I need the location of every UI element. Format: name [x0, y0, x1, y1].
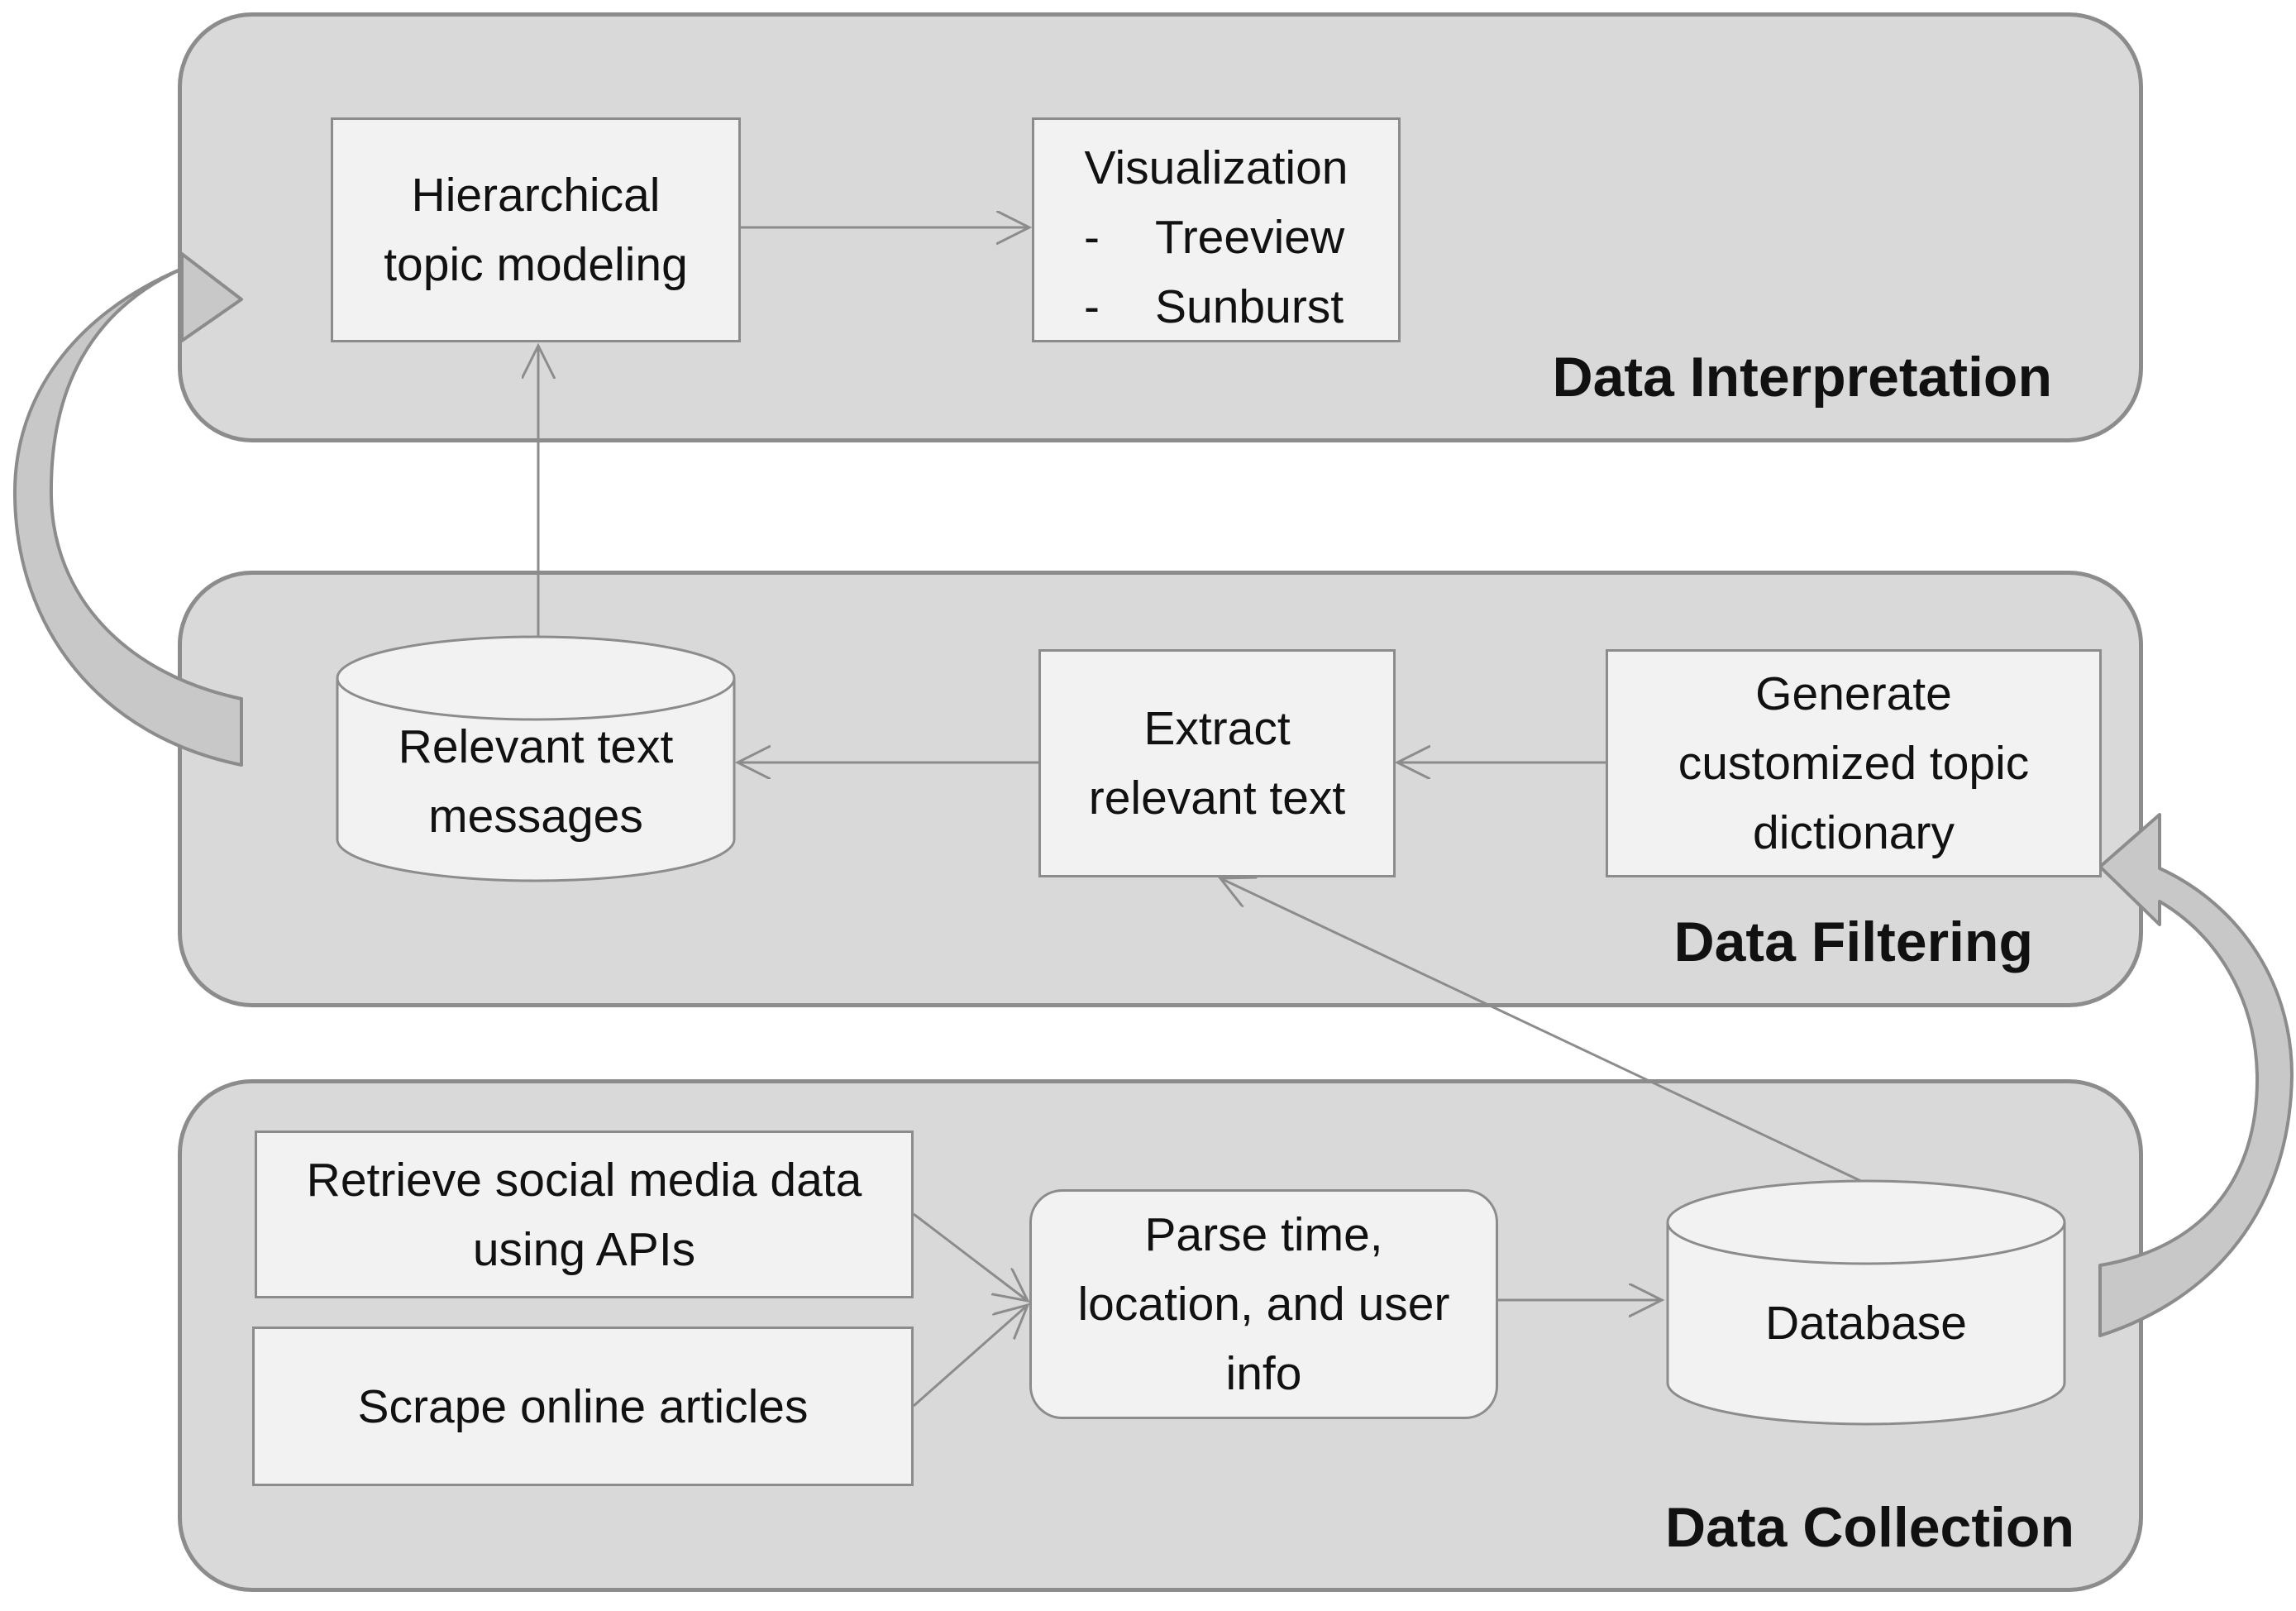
parse-line-3: info	[1225, 1347, 1302, 1400]
relevant-messages-cylinder	[336, 635, 736, 882]
hierarchical-topic-modeling-box: Hierarchical topic modeling	[331, 117, 741, 342]
visualization-item-sunburst: -Sunburst	[1084, 280, 1344, 333]
visualization-title: Visualization	[1084, 141, 1348, 194]
arrow-scrape-to-parse	[913, 1305, 1028, 1408]
extract-line-1: Extract	[1143, 702, 1291, 755]
panel-title-data-collection: Data Collection	[1665, 1496, 2074, 1559]
relevant-messages-line-1: Relevant text	[398, 720, 674, 773]
hierarchical-line-1: Hierarchical	[411, 169, 661, 222]
parse-info-box: Parse time, location, and user info	[1029, 1189, 1498, 1419]
right-curved-arrow	[2098, 813, 2294, 1337]
generate-line-3: dictionary	[1753, 806, 1955, 859]
panel-title-data-interpretation: Data Interpretation	[1552, 346, 2052, 409]
parse-line-1: Parse time,	[1144, 1208, 1383, 1261]
panel-title-data-filtering: Data Filtering	[1673, 911, 2034, 973]
arrow-retrieve-to-parse	[913, 1212, 1028, 1301]
database-cylinder	[1666, 1179, 2066, 1426]
scrape-online-articles-box: Scrape online articles	[252, 1327, 914, 1486]
relevant-messages-label: Relevant text messages	[337, 711, 734, 852]
arrow-database-to-extract	[1220, 878, 1865, 1184]
visualization-item-treeview: -Treeview	[1084, 211, 1345, 264]
visualization-item-treeview-text: Treeview	[1155, 211, 1345, 264]
visualization-box: Visualization -Treeview -Sunburst	[1032, 117, 1401, 342]
visualization-item-sunburst-text: Sunburst	[1155, 280, 1344, 333]
hierarchical-line-2: topic modeling	[384, 238, 688, 291]
parse-line-2: location, and user	[1077, 1278, 1450, 1331]
left-curved-arrow	[12, 252, 243, 767]
database-text: Database	[1764, 1297, 1967, 1350]
generate-line-2: customized topic	[1678, 737, 2030, 790]
retrieve-line-2: using APIs	[472, 1222, 696, 1276]
retrieve-line-1: Retrieve social media data	[306, 1153, 862, 1207]
scrape-line-1: Scrape online articles	[357, 1379, 809, 1433]
extract-line-2: relevant text	[1088, 772, 1346, 825]
relevant-messages-line-2: messages	[428, 790, 643, 843]
generate-line-1: Generate	[1755, 667, 1952, 720]
generate-dictionary-box: Generate customized topic dictionary	[1606, 649, 2102, 877]
extract-relevant-text-box: Extract relevant text	[1038, 649, 1396, 877]
retrieve-social-media-box: Retrieve social media data using APIs	[255, 1131, 914, 1298]
database-label: Database	[1668, 1261, 2064, 1385]
